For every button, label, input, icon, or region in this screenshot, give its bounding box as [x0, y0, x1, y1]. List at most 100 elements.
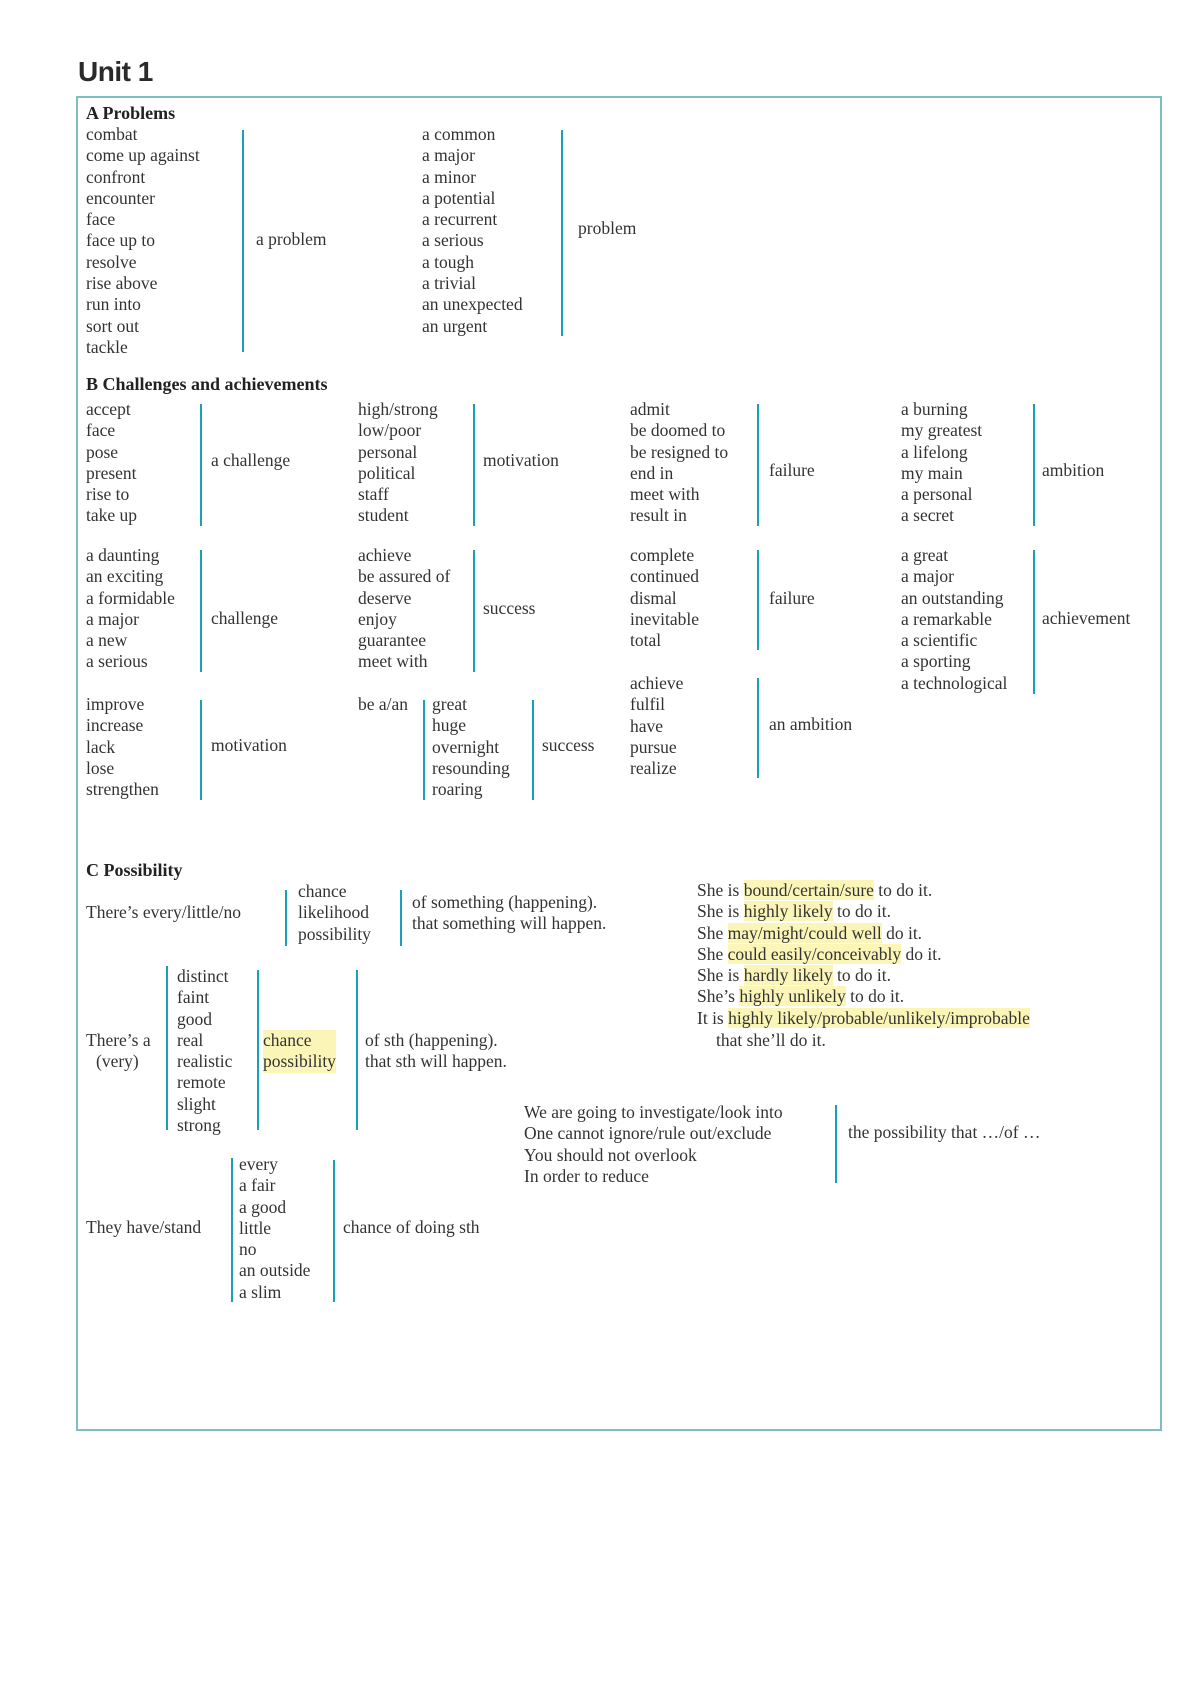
- example-sentence: She could easily/conceivably do it.: [697, 943, 1030, 965]
- collocation-prefix: be a/an: [358, 694, 409, 714]
- list-item: come up against: [86, 145, 200, 166]
- list-item: a minor: [422, 166, 476, 187]
- list-item: lack: [86, 736, 116, 757]
- highlighted-phrase: highly unlikely: [739, 986, 846, 1007]
- bracket-line: [200, 550, 202, 672]
- list-item: meet with: [630, 484, 700, 505]
- bracket-line: [423, 700, 425, 800]
- sentence-part: do it.: [901, 943, 942, 964]
- list-item: of something (happening).: [412, 892, 598, 912]
- list-item: rise to: [86, 484, 130, 505]
- collocation-target: failure: [769, 588, 815, 608]
- list-item: an exciting: [86, 566, 164, 587]
- list-item: low/poor: [358, 420, 422, 441]
- list-item: encounter: [86, 187, 155, 208]
- bracket-line: [835, 1105, 837, 1183]
- pattern-endings: of something (happening).that something …: [412, 892, 606, 935]
- list-item: possibility: [263, 1051, 336, 1073]
- list-item: a tough: [422, 251, 475, 272]
- list-item: a major: [86, 608, 139, 629]
- list-item: continued: [630, 566, 700, 587]
- list-item: sort out: [86, 315, 139, 336]
- bracket-line: [356, 970, 358, 1130]
- section-c-heading: C Possibility: [86, 860, 183, 880]
- example-sentence: It is highly likely/probable/unlikely/im…: [697, 1007, 1030, 1029]
- highlighted-phrase: hardly likely: [743, 965, 833, 986]
- collocation-target: challenge: [211, 608, 279, 628]
- list-item: slight: [177, 1093, 216, 1114]
- list-item: that sth will happen.: [365, 1051, 507, 1072]
- list-item: present: [86, 462, 137, 483]
- list-item: be assured of: [358, 566, 451, 587]
- collocation-target: failure: [769, 460, 815, 480]
- list-item: inevitable: [630, 608, 700, 629]
- bracket-line: [561, 130, 563, 336]
- sentence-part: do it.: [881, 922, 923, 943]
- sentence-part: It is: [697, 1007, 729, 1028]
- list-item: a remarkable: [901, 608, 992, 629]
- collocation-target: ambition: [1042, 460, 1105, 480]
- list-item: a lifelong: [901, 441, 968, 462]
- list-item: overnight: [432, 736, 500, 757]
- example-sentence: She may/might/could well do it.: [697, 922, 1030, 944]
- example-sentence: She’s highly unlikely to do it.: [697, 986, 1030, 1007]
- bracket-line: [242, 130, 244, 352]
- list-item: good: [177, 1008, 212, 1029]
- list-item: total: [630, 630, 662, 651]
- bracket-line: [333, 1160, 335, 1302]
- bracket-line: [231, 1158, 233, 1302]
- collocation-target: achievement: [1042, 608, 1131, 628]
- list-item: a recurrent: [422, 209, 498, 230]
- list-item: a major: [901, 566, 954, 587]
- list-item: a serious: [86, 651, 148, 672]
- highlighted-phrase: bound/certain/sure: [743, 880, 874, 900]
- list-item: a sporting: [901, 651, 971, 672]
- list-item: student: [358, 505, 409, 526]
- list-item: improve: [86, 694, 145, 714]
- list-item: an urgent: [422, 315, 488, 336]
- list-item: resolve: [86, 251, 137, 272]
- sentence-part: She’s: [697, 986, 740, 1007]
- list-item: realistic: [177, 1051, 233, 1072]
- list-item: realize: [630, 758, 677, 779]
- bracket-line: [1033, 404, 1035, 526]
- list-item: meet with: [358, 651, 428, 672]
- list-item: fulfil: [630, 694, 665, 715]
- list-item: strengthen: [86, 779, 159, 800]
- sentence-part: to do it.: [832, 965, 891, 986]
- list-item: combat: [86, 124, 138, 144]
- unit-title: Unit 1: [78, 56, 153, 87]
- bracket-line: [473, 404, 475, 526]
- list-item: rise above: [86, 273, 158, 294]
- bracket-line: [532, 700, 534, 800]
- bracket-line: [285, 890, 287, 946]
- list-item: a personal: [901, 484, 973, 505]
- sentence-part: She is: [697, 880, 744, 900]
- collocation-target: a challenge: [211, 450, 291, 470]
- list-item: political: [358, 462, 416, 483]
- list-item: guarantee: [358, 630, 427, 651]
- collocation-target: an ambition: [769, 714, 853, 734]
- list-item: a secret: [901, 505, 954, 526]
- sentence-part: She is: [697, 965, 744, 986]
- list-item: face up to: [86, 230, 155, 251]
- section-b-heading: B Challenges and achievements: [86, 374, 328, 394]
- list-item: You should not overlook: [524, 1144, 697, 1165]
- bracket-line: [757, 550, 759, 650]
- sentence-part: to do it.: [832, 901, 891, 922]
- sentence-part: She: [697, 922, 728, 943]
- list-item: a formidable: [86, 587, 175, 608]
- list-item: pursue: [630, 736, 677, 757]
- list-item: a technological: [901, 672, 1008, 693]
- pattern-lead: There’s a: [86, 1030, 151, 1050]
